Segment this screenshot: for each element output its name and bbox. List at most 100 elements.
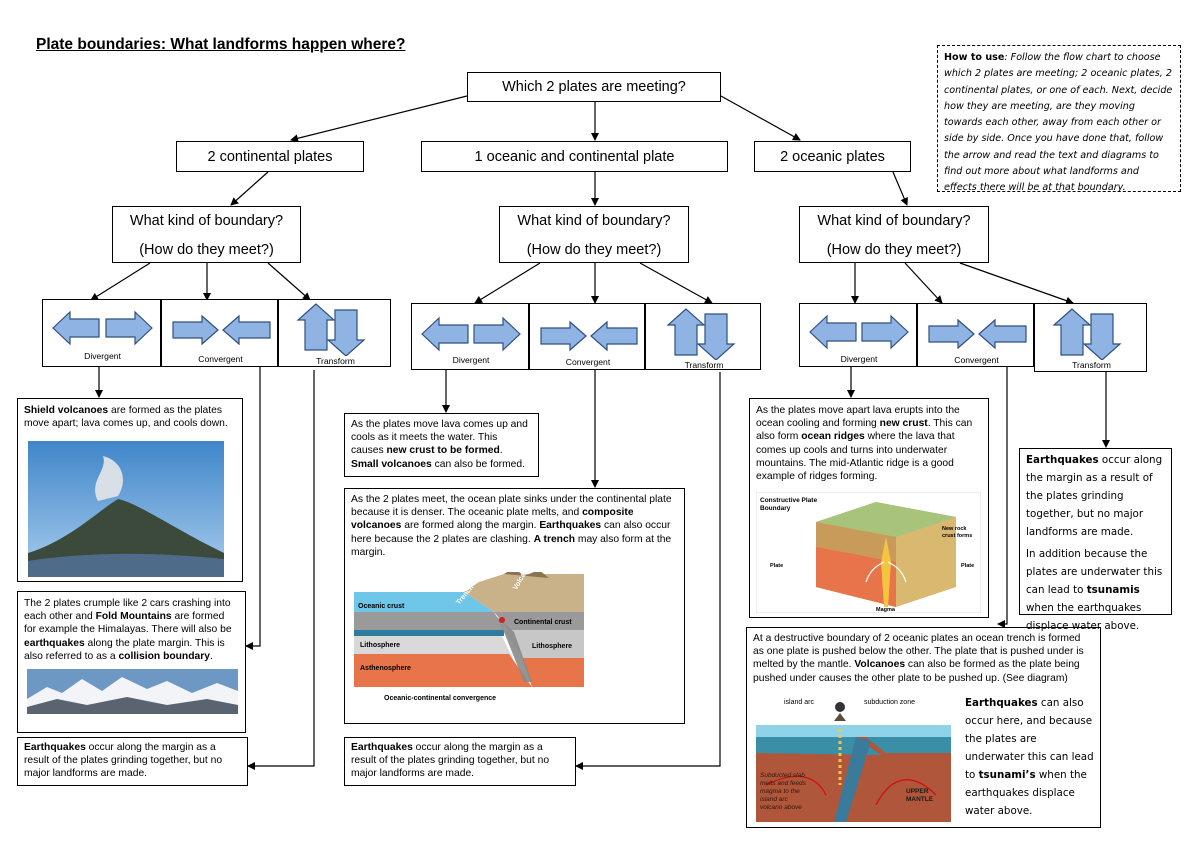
tsunami-term: tsunami’s (978, 769, 1036, 781)
boundary-question-continental: What kind of boundary? (How do they meet… (112, 206, 301, 263)
boundary-question-line2: (How do they meet?) (526, 242, 662, 258)
diverging-arrows-icon (421, 316, 521, 352)
oceanic-continental-convergence-diagram: Oceanic crust Continental crust Lithosph… (354, 572, 584, 707)
upper-mantle-label-line1: UPPER (906, 788, 929, 795)
branch-continental: 2 continental plates (207, 148, 333, 165)
transform-label: Transform (1072, 360, 1111, 370)
continental-convergent-box: Convergent (161, 299, 278, 367)
oceanic-convergent-box: Convergent (917, 303, 1034, 367)
boundary-question-line2: (How do they meet?) (139, 242, 274, 258)
slab-label-line3: magma to the (760, 788, 800, 795)
continental-convergent-text-1: The 2 plates crumple like 2 cars crashin… (24, 598, 231, 623)
converging-arrows-icon (172, 314, 271, 346)
earthquakes-term: Earthquakes (351, 742, 413, 753)
converging-arrows-icon (540, 320, 638, 352)
mixed-convergent-text-2: are formed along the margin. (401, 520, 540, 532)
oceanic-crust-label: Oceanic crust (358, 603, 405, 610)
oceanic-divergent-box: Divergent (799, 303, 917, 367)
composite-volcanoes-term: composite volcanoes (351, 507, 634, 532)
branch-oceanic: 2 oceanic plates (780, 148, 885, 165)
divergent-label: Divergent (84, 351, 121, 361)
earthquakes-term: Earthquakes (1026, 454, 1099, 466)
constructive-plate-boundary-diagram: Constructive Plate Boundary New rock cru… (756, 492, 981, 613)
continental-divergent-info: Shield volcanoes are formed as the plate… (17, 398, 243, 582)
boundary-question-line2: (How do they meet?) (826, 242, 962, 258)
continental-convergent-text-4: . (209, 650, 213, 662)
boundary-question-line1: What kind of boundary? (517, 213, 671, 229)
upper-mantle-label-line2: MANTLE (906, 796, 934, 803)
mixed-convergent-text-3: can also occur here because the 2 plates… (351, 520, 671, 545)
divergent-label: Divergent (452, 355, 490, 365)
mixed-transform-box: Transform (645, 303, 761, 370)
branch-mixed-box: 1 oceanic and continental plate (421, 141, 728, 172)
oceanic-divergent-text-2: . This can also form (756, 418, 973, 443)
root-question-box: Which 2 plates are meeting? (467, 72, 721, 102)
mixed-divergent-text-3: can also be formed. (431, 458, 525, 470)
how-to-use-label: How to use (944, 52, 1005, 63)
oceanic-divergent-text-3: where the lava that comes up cools and t… (756, 431, 955, 483)
transform-arrows-icon (666, 308, 736, 361)
boundary-question-line1: What kind of boundary? (817, 213, 971, 229)
subduction-zone-label: subduction zone (864, 699, 915, 706)
trench-term: A trench (533, 533, 575, 545)
mixed-divergent-text-2: . (499, 445, 503, 457)
asthenosphere-label: Asthenosphere (360, 665, 411, 672)
oceanic-divergent-info: As the plates move apart lava erupts int… (749, 398, 989, 618)
diverging-arrows-icon (809, 314, 909, 350)
oceanic-divergent-text-1: As the plates move apart lava erupts int… (756, 405, 960, 430)
diverging-arrows-icon (52, 310, 153, 346)
oceanic-transform-text: occur along the margin as a result of th… (1026, 454, 1163, 538)
continental-divergent-text: are formed as the plates move apart; lav… (24, 405, 228, 430)
branch-continental-box: 2 continental plates (176, 141, 364, 172)
shield-volcano-photo (28, 441, 224, 577)
earthquakes-term: earthquakes (24, 637, 85, 649)
continental-divergent-box: Divergent (42, 299, 161, 367)
ocean-ridges-term: ocean ridges (801, 431, 865, 443)
lithosphere-right-label: Lithosphere (532, 643, 572, 650)
oceanic-transform-info: Earthquakes occur along the margin as a … (1019, 448, 1172, 632)
plate-right-label: Plate (961, 563, 974, 569)
oceanic-transform-text-2: In addition because the plates are under… (1026, 548, 1163, 596)
ocean-ocean-subduction-diagram: island arc subduction zone Subducted sla… (756, 695, 951, 822)
mixed-divergent-info: As the plates move lava comes up and coo… (344, 413, 539, 477)
side-note-text-2: when the earthquakes displace water abov… (965, 769, 1087, 817)
oceanic-convergent-text-1: At a destructive boundary of 2 oceanic p… (753, 633, 1084, 671)
mixed-convergent-text-4: may also form at the margin. (351, 533, 672, 558)
lithosphere-left-label: Lithosphere (360, 642, 400, 649)
oceanic-transform-box: Transform (1034, 303, 1147, 372)
continental-transform-info: Earthquakes occur along the margin as a … (17, 737, 248, 786)
himalayas-photo (27, 669, 238, 714)
boundary-question-line1: What kind of boundary? (129, 213, 284, 229)
slab-label-line4: island arc (760, 796, 789, 803)
branch-oceanic-box: 2 oceanic plates (754, 141, 911, 172)
continental-convergent-text-3: along the plate margin. This is also ref… (24, 637, 225, 662)
continental-transform-box: Transform (278, 299, 391, 367)
collision-boundary-term: collision boundary (118, 650, 210, 662)
diagram-caption: Oceanic-continental convergence (384, 695, 496, 702)
island-arc-label: island arc (784, 699, 814, 706)
plate-left-label: Plate (770, 563, 783, 569)
boundary-question-oceanic: What kind of boundary? (How do they meet… (799, 206, 989, 263)
mixed-transform-info: Earthquakes occur along the margin as a … (344, 737, 576, 786)
shield-volcanoes-term: Shield volcanoes (24, 405, 109, 416)
mixed-divergent-box: Divergent (411, 303, 529, 370)
mixed-convergent-info: As the 2 plates meet, the ocean plate si… (344, 488, 685, 724)
earthquakes-term: Earthquakes (539, 520, 602, 532)
oceanic-convergent-info: At a destructive boundary of 2 oceanic p… (746, 627, 1101, 828)
oceanic-convergent-side-note: Earthquakes can also occur here, and bec… (965, 694, 1097, 820)
how-to-use-note: How to use: Follow the flow chart to cho… (937, 45, 1181, 193)
continental-convergent-text-2: are formed for example the Himalayas. Th… (24, 611, 232, 636)
slab-label-line1: Subducted slab (760, 772, 805, 779)
boundary-question-mixed: What kind of boundary? (How do they meet… (499, 206, 689, 263)
continental-convergent-info: The 2 plates crumple like 2 cars crashin… (17, 591, 246, 733)
converging-arrows-icon (928, 318, 1027, 350)
transform-arrows-icon (296, 303, 366, 357)
continental-crust-label: Continental crust (514, 619, 572, 626)
tsunamis-term: tsunamis (1086, 584, 1140, 596)
oceanic-convergent-text-2: can also be formed as the plate being pu… (753, 659, 1080, 684)
fold-mountains-term: Fold Mountains (95, 611, 172, 623)
mixed-transform-text: occur along the margin as a result of th… (351, 742, 550, 780)
mixed-convergent-text-1: As the 2 plates meet, the ocean plate si… (351, 494, 672, 519)
new-rock-label-line2: crust forms (942, 533, 972, 539)
slab-label-line2: melts and feeds (760, 780, 807, 787)
